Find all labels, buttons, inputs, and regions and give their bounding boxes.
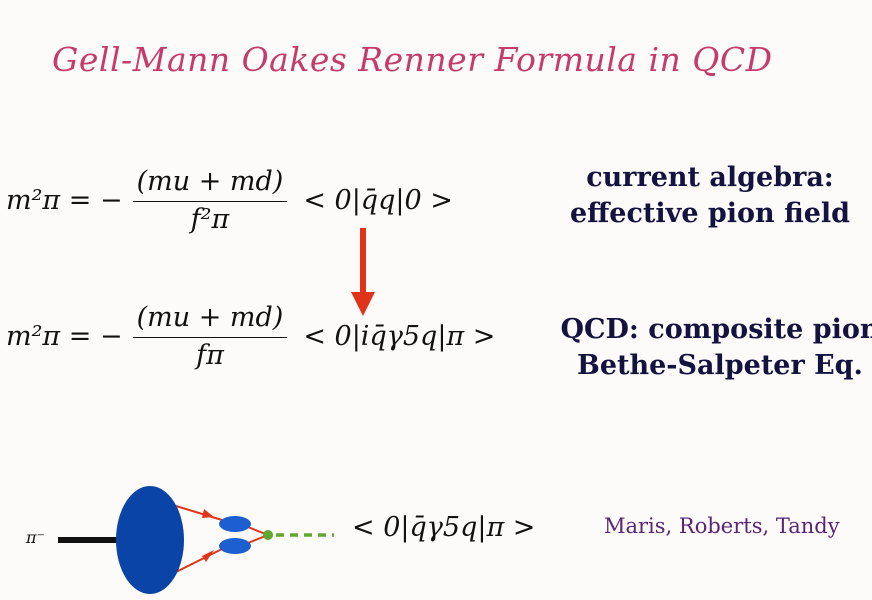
eq2-bracket: < 0|iq̄γ5q|π > (303, 321, 496, 352)
down-arrow-icon (351, 228, 375, 316)
bethe-salpeter-blob (116, 486, 184, 594)
note2-line1: QCD: composite pion (560, 314, 872, 345)
note1-line1: current algebra: (586, 162, 834, 193)
slide-title: Gell-Mann Oakes Renner Formula in QCD (52, 40, 773, 79)
eq2-numerator: (mu + md) (132, 302, 288, 338)
eq2-denominator: fπ (196, 340, 224, 371)
eq1-fraction: (mu + md) f²π (132, 166, 288, 235)
eq1-bracket: < 0|q̄q|0 > (303, 185, 453, 216)
gmor-equation-qcd: m²π = − (mu + md) fπ < 0|iq̄γ5q|π > (6, 302, 495, 371)
dressed-quark-upper (219, 516, 251, 532)
diagram-bracket: < 0|q̄γ5q|π > (352, 512, 536, 543)
axial-vertex (263, 530, 273, 540)
eq1-numerator: (mu + md) (132, 166, 288, 202)
note1-line2: effective pion field (569, 198, 851, 229)
eq2-fraction: (mu + md) fπ (132, 302, 288, 371)
quark-lines (175, 505, 269, 573)
gmor-equation-current-algebra: m²π = − (mu + md) f²π < 0|q̄q|0 > (6, 166, 453, 235)
note-current-algebra: current algebra: effective pion field (552, 160, 868, 232)
note2-line2: Bethe-Salpeter Eq. (577, 350, 863, 381)
authors-credit: Maris, Roberts, Tandy (604, 514, 840, 538)
eq1-denominator: f²π (190, 204, 230, 235)
note-qcd-composite: QCD: composite pion Bethe-Salpeter Eq. (540, 312, 872, 384)
eq2-lhs: m²π = − (6, 321, 123, 352)
eq1-lhs: m²π = − (6, 185, 123, 216)
pion-label: π⁻ (26, 528, 45, 547)
dressed-quark-lower (219, 538, 251, 554)
